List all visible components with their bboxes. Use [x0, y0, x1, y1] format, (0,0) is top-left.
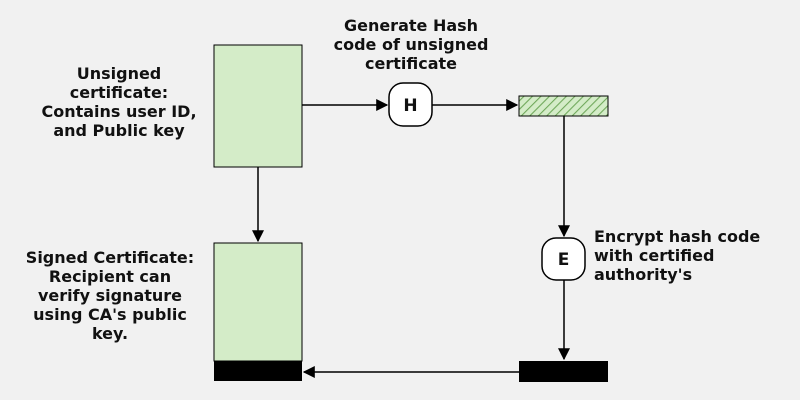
encrypted-hash-block [519, 361, 608, 382]
unsigned-certificate-box [213, 44, 303, 168]
encrypt-node-label: E [558, 250, 570, 270]
signed-certificate-box [213, 242, 303, 362]
hash-step-label: Generate Hash code of unsigned certifica… [333, 16, 489, 73]
hash-node-label: H [403, 96, 417, 116]
hash-function-node: H [388, 82, 433, 127]
encrypt-step-label: Encrypt hash code with certified authori… [594, 227, 761, 284]
signed-certificate-signature-block [214, 361, 302, 381]
unsigned-certificate-label: Unsigned certificate: Contains user ID, … [41, 64, 197, 140]
hash-code-bar [518, 95, 609, 117]
signed-certificate-label: Signed Certificate: Recipient can verify… [25, 248, 195, 343]
encrypt-function-node: E [541, 237, 586, 281]
